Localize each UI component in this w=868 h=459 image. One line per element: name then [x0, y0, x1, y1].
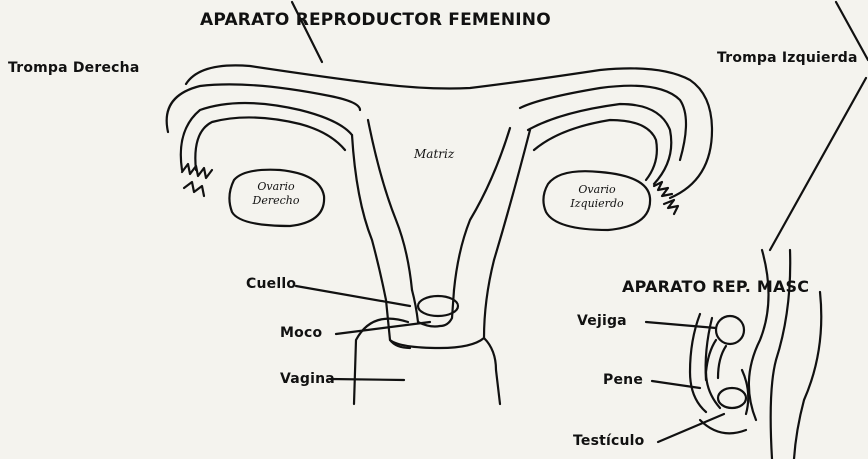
bladder [716, 316, 744, 344]
pointer-line-long [770, 78, 866, 250]
left-tube-fimbriae [654, 182, 672, 196]
label-testicle: Testículo [573, 433, 645, 449]
male-title: APARATO REP. MASC [622, 277, 809, 296]
label-left-tube: Trompa Izquierda [717, 50, 858, 66]
label-right-ovary-2: Derecho [246, 194, 306, 208]
uterus-outline [167, 65, 712, 404]
label-cervix: Cuello [246, 276, 296, 292]
label-bladder: Vejiga [577, 313, 627, 329]
label-vagina: Vagina [280, 371, 335, 387]
label-left-ovary-2: Izquierdo [562, 197, 632, 211]
label-right-tube: Trompa Derecha [8, 60, 140, 76]
label-left-ovary-1: Ovario [562, 183, 632, 197]
label-uterus: Matriz [414, 147, 454, 161]
testicle [718, 388, 746, 408]
label-mucus: Moco [280, 325, 322, 341]
label-right-ovary-1: Ovario [246, 180, 306, 194]
label-penis: Pene [603, 372, 643, 388]
right-tube-fimbriae [182, 164, 212, 178]
female-title: APARATO REPRODUCTOR FEMENINO [200, 10, 551, 30]
